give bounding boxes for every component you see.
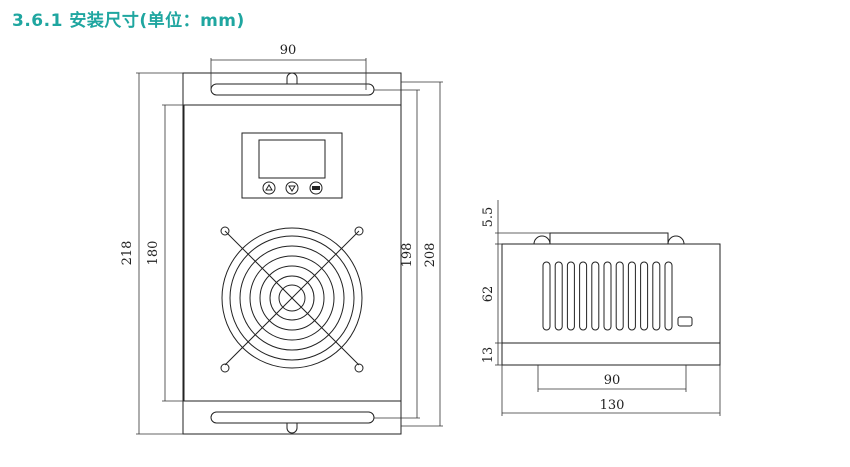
bottom-mount-slot [210, 411, 375, 434]
top-mount-slot [210, 72, 375, 96]
front-body [183, 104, 402, 402]
vent-slot [542, 261, 551, 331]
up-button-icon [262, 181, 276, 195]
fan-guard [220, 226, 364, 373]
side-base [501, 342, 721, 366]
side-view: 5.5 62 13 90 130 [481, 200, 721, 416]
vent-slot [640, 261, 649, 331]
vent-slot [579, 261, 588, 331]
front-view: 90 218 180 198 208 [120, 43, 443, 435]
set-button-icon [309, 181, 323, 195]
vent-slot [652, 261, 661, 331]
vent-slot [566, 261, 575, 331]
down-button-icon [285, 181, 299, 195]
dim-overall-height: 218 [120, 241, 135, 266]
vent-slot [664, 261, 673, 331]
controller-panel [241, 132, 343, 199]
dim-side-body: 62 [481, 286, 496, 303]
fan-screw-icon [354, 226, 364, 236]
vent-slot [627, 261, 636, 331]
dim-side-base-mount: 90 [604, 373, 621, 388]
dim-plate-height: 208 [423, 243, 438, 268]
dim-side-base: 13 [481, 347, 496, 364]
fan-screw-icon [220, 363, 230, 373]
mounting-plate [182, 72, 402, 435]
dim-side-depth: 130 [600, 398, 625, 413]
vent-slot [554, 261, 563, 331]
fan-screw-icon [220, 226, 230, 236]
indicator-icon [677, 316, 693, 327]
vent-slot [603, 261, 612, 331]
fan-screw-icon [354, 363, 364, 373]
section-title: 3.6.1 安装尺寸(单位：mm) [12, 11, 245, 31]
dim-inner-height: 180 [146, 241, 161, 266]
vent-slot [591, 261, 600, 331]
dim-side-top: 5.5 [481, 207, 496, 228]
dim-mount-hole-height: 198 [400, 243, 415, 268]
side-vents [542, 261, 673, 331]
vent-slot [615, 261, 624, 331]
dim-top-spacing: 90 [280, 43, 297, 58]
